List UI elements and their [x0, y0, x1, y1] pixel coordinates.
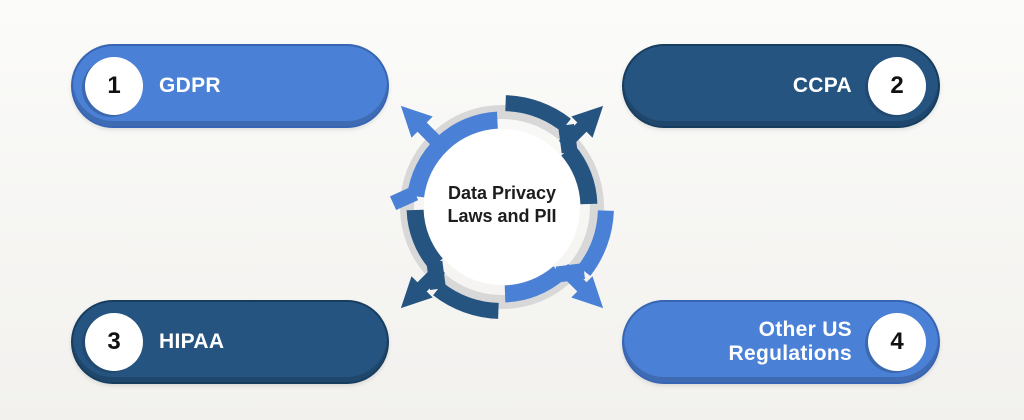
number-badge: 4 — [868, 313, 926, 371]
number-badge: 2 — [868, 57, 926, 115]
node-label: Other US Regulations — [728, 318, 852, 365]
node-label: CCPA — [792, 74, 852, 97]
hub-title: Data Privacy Laws and PII — [402, 182, 602, 228]
node-pill-other-us-regulations: 4 Other US Regulations — [622, 300, 940, 384]
node-pill-ccpa: 2 CCPA — [622, 44, 940, 128]
number-badge: 3 — [85, 313, 143, 371]
hub-title-line2: Laws and PII — [447, 206, 557, 226]
node-number: 3 — [107, 328, 121, 355]
node-label: GDPR — [159, 74, 221, 97]
node-number: 4 — [890, 328, 904, 355]
node-pill-hipaa: 3 HIPAA — [71, 300, 389, 384]
cycle-hub-diagram — [389, 95, 614, 319]
node-label: HIPAA — [159, 330, 225, 353]
node-number: 2 — [890, 72, 904, 99]
number-badge: 1 — [85, 57, 143, 115]
node-pill-gdpr: 1 GDPR — [71, 44, 389, 128]
node-number: 1 — [107, 72, 121, 99]
hub-title-line1: Data Privacy — [447, 183, 557, 203]
